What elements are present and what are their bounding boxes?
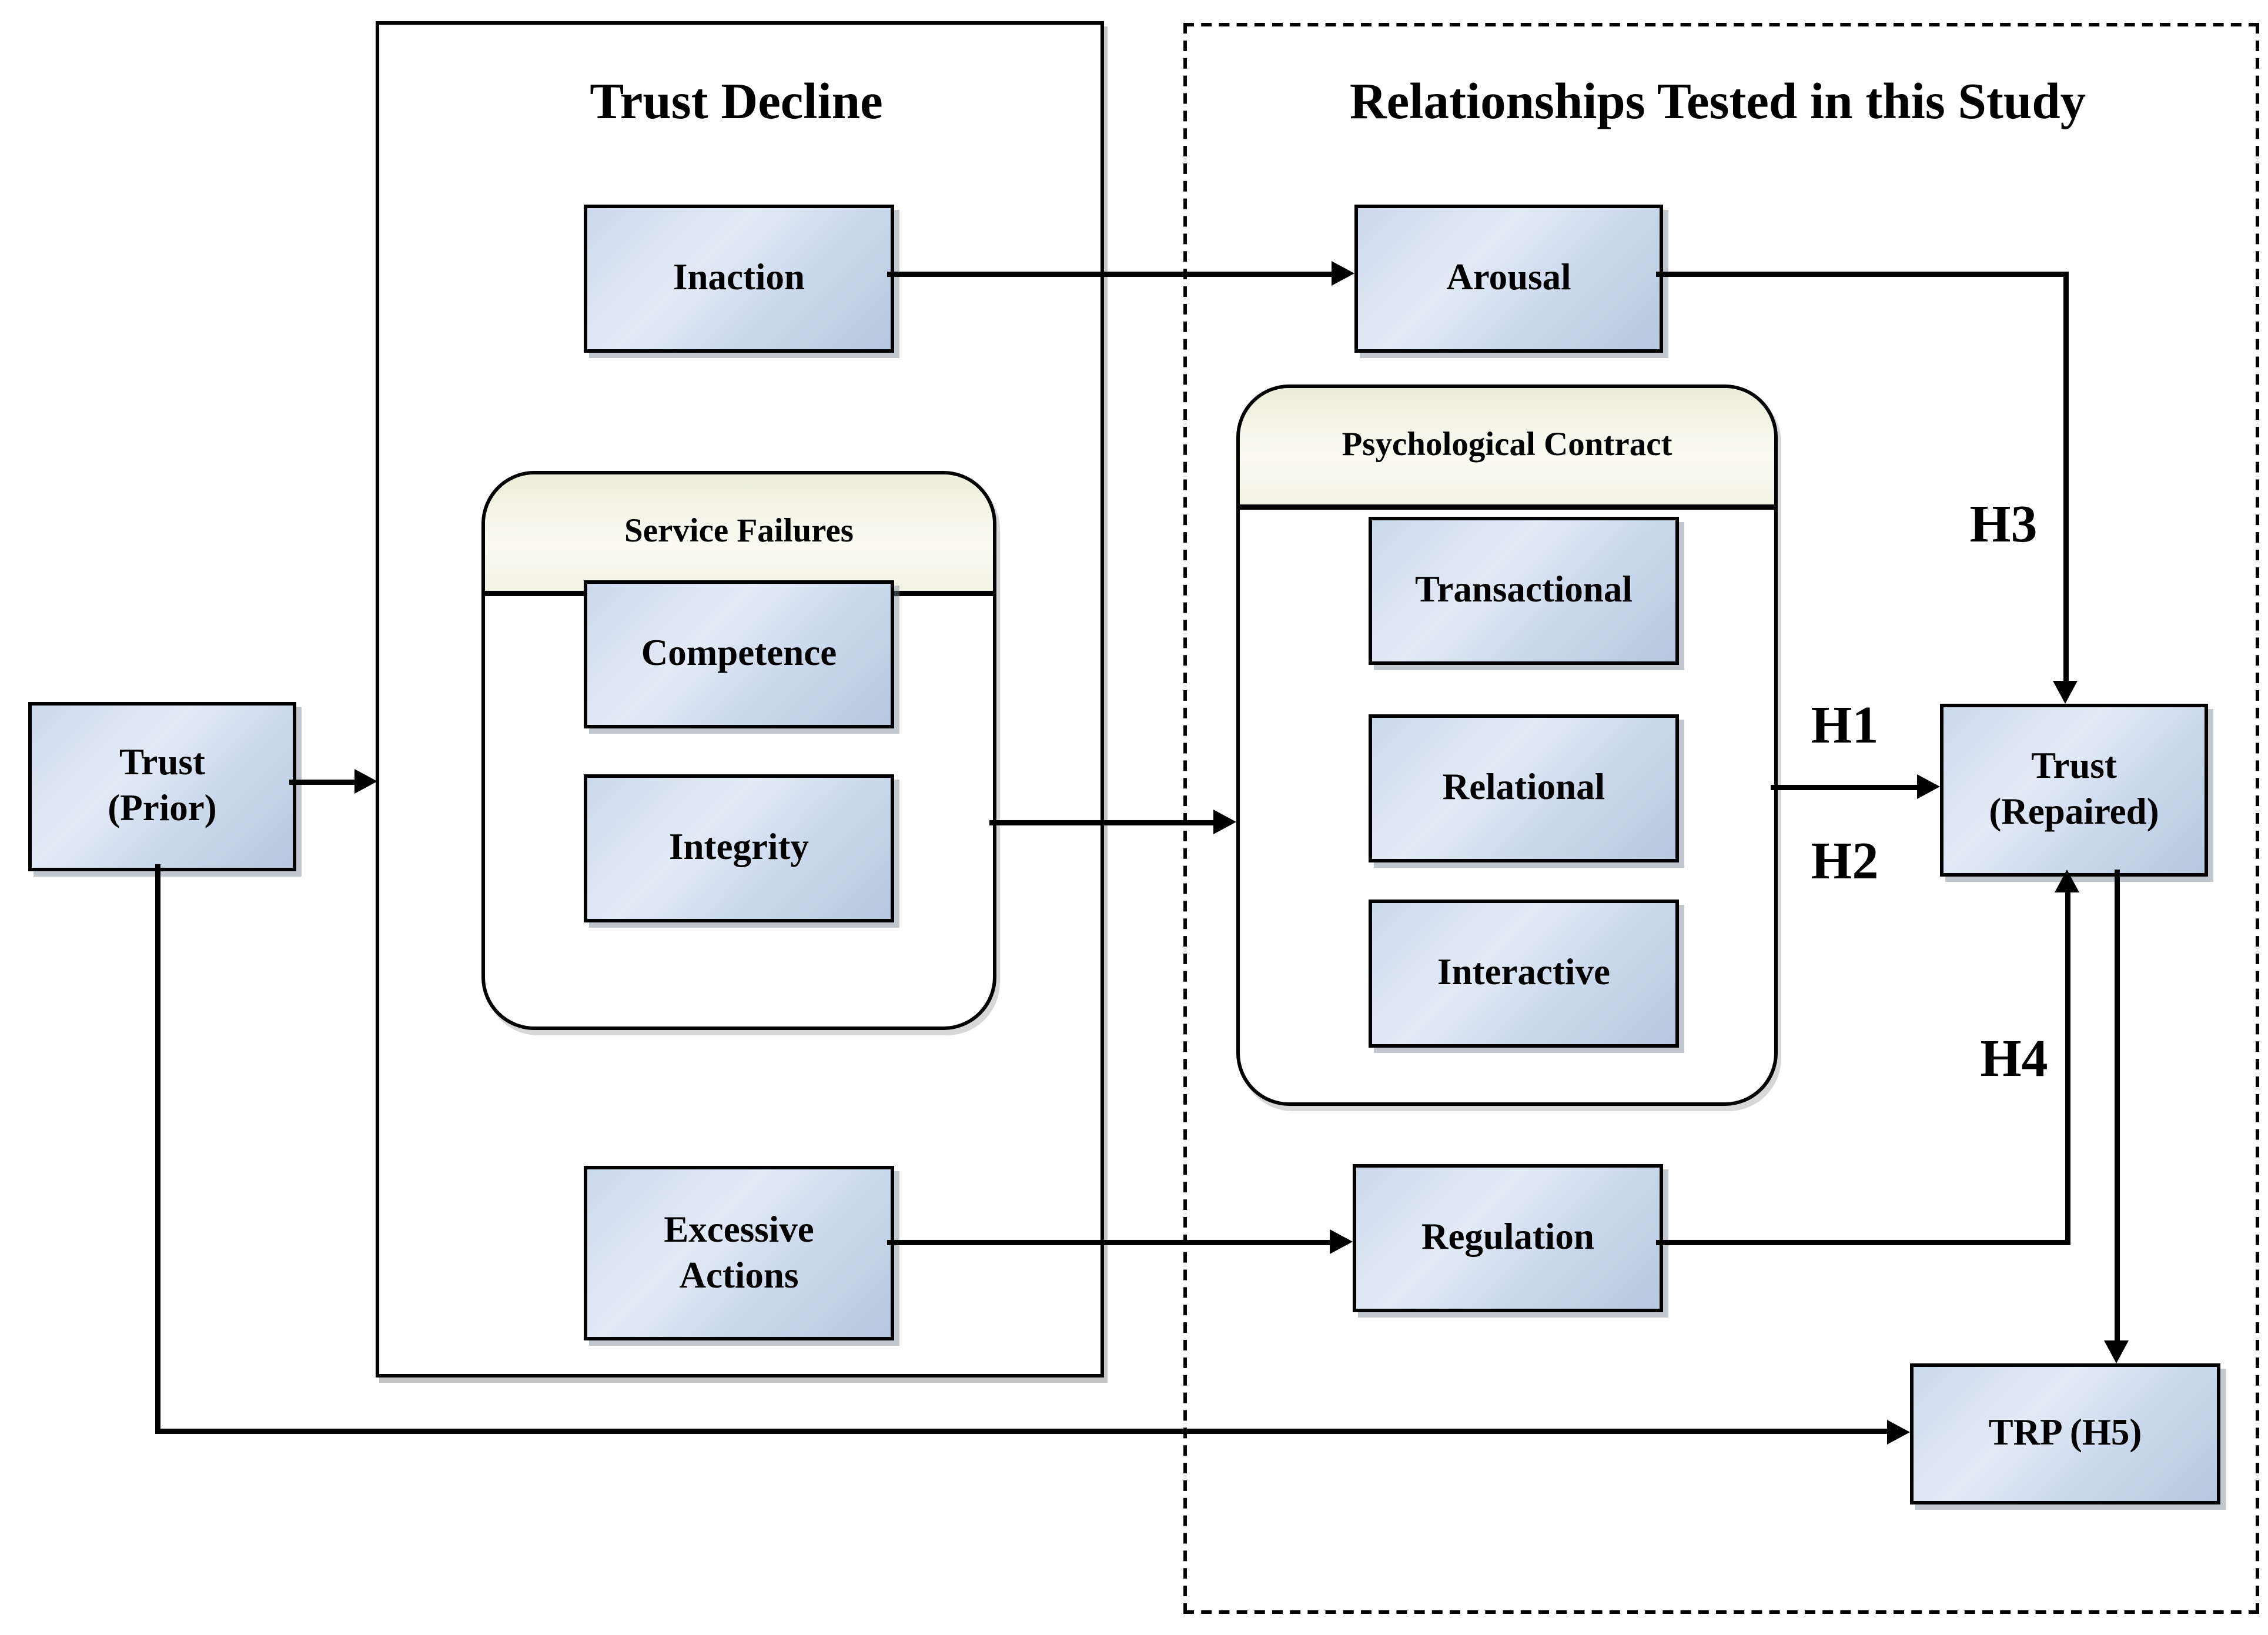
arrow-regulation-trustrepaired-head [2055,870,2079,892]
arrow-excessive-regulation-line [887,1240,1332,1245]
node-relational: Relational [1369,714,1679,862]
container-header-psychological-contract: Psychological Contract [1240,388,1774,510]
node-trust-repaired-label: Trust (Repaired) [1989,745,2159,832]
arrow-excessive-regulation-head [1330,1229,1353,1254]
arrow-trustprior-trp-vline [155,864,160,1434]
arrow-arousal-trustrepaired-vline [2063,272,2069,683]
node-inaction-label: Inaction [673,256,805,299]
node-trp-label: TRP (H5) [1988,1411,2142,1454]
arrow-arousal-trustrepaired-head [2053,681,2078,704]
node-integrity: Integrity [584,774,894,922]
node-regulation-label: Regulation [1421,1215,1594,1258]
arrow-trustprior-trustdecline-head [354,769,377,794]
group-trust-decline-box [376,21,1104,1377]
hypothesis-h1: H1 [1811,697,1879,755]
node-trust-prior-label: Trust (Prior) [108,741,217,829]
group-title-trust-decline: Trust Decline [590,74,883,131]
node-inaction: Inaction [584,205,894,353]
node-transactional: Transactional [1369,517,1679,665]
arrow-trustprior-trp-hline [155,1429,1889,1434]
node-excessive-actions-label: Excessive Actions [664,1208,814,1296]
node-interactive-label: Interactive [1437,951,1610,994]
hypothesis-h2: H2 [1811,832,1879,891]
arrow-servicefailures-pc-head [1213,810,1236,834]
arrow-trustprior-trustdecline-line [289,780,356,785]
arrow-inaction-arousal-line [887,272,1333,277]
node-excessive-actions: Excessive Actions [584,1166,894,1340]
arrow-pc-trustrepaired-line [1771,785,1919,790]
arrow-regulation-trustrepaired-hline [1656,1240,2070,1245]
node-trust-prior: Trust (Prior) [28,702,296,871]
arrow-arousal-trustrepaired-hline [1656,272,2069,277]
arrow-inaction-arousal-head [1332,261,1354,286]
node-competence-label: Competence [641,631,837,674]
hypothesis-h3: H3 [1969,496,2038,554]
container-service-failures: Service Failures [481,471,996,1030]
node-transactional-label: Transactional [1415,568,1633,611]
hypothesis-h4: H4 [1980,1030,2048,1088]
node-competence: Competence [584,580,894,728]
container-header-service-failures: Service Failures [485,474,993,596]
arrow-regulation-trustrepaired-vline [2065,891,2070,1245]
node-integrity-label: Integrity [668,825,809,868]
arrow-trustrepaired-trp-head [2104,1340,2129,1363]
group-relationships-box [1183,23,2259,1614]
group-title-relationships: Relationships Tested in this Study [1349,74,2086,131]
arrow-servicefailures-pc-line [989,820,1215,825]
node-arousal-label: Arousal [1446,256,1571,299]
container-label-psychological-contract: Psychological Contract [1342,427,1672,464]
container-label-service-failures: Service Failures [624,513,854,550]
node-regulation: Regulation [1353,1164,1663,1312]
node-interactive: Interactive [1369,900,1679,1048]
node-trust-repaired: Trust (Repaired) [1940,704,2208,877]
node-trp: TRP (H5) [1910,1363,2220,1504]
arrow-trustprior-trp-head [1887,1420,1910,1445]
arrow-trustrepaired-trp-line [2115,870,2120,1342]
node-arousal: Arousal [1354,205,1663,353]
node-relational-label: Relational [1442,765,1605,808]
arrow-pc-trustrepaired-head [1917,774,1940,799]
